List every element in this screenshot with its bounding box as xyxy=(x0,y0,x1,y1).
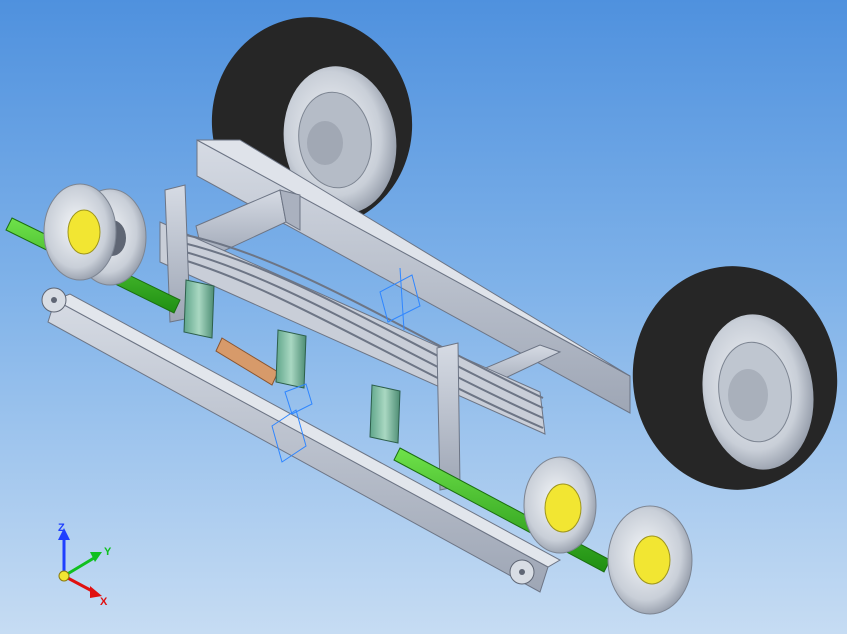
coordinate-triad: Z Y X xyxy=(58,522,112,608)
drive-shaft[interactable] xyxy=(215,337,279,386)
spring-hanger-1[interactable] xyxy=(183,279,215,339)
spring-hanger-3[interactable] xyxy=(369,384,401,444)
front-pulley-inner[interactable] xyxy=(43,183,117,281)
front-end-cap[interactable] xyxy=(41,287,67,313)
rear-pulley-outer[interactable] xyxy=(607,505,693,615)
chassis-frame[interactable] xyxy=(195,139,631,414)
rear-pulley-inner[interactable] xyxy=(523,456,597,554)
triad-y-label: Y xyxy=(104,546,112,558)
mounting-post-right[interactable] xyxy=(436,342,461,491)
rear-end-cap[interactable] xyxy=(509,559,535,585)
rear-lower-wheel[interactable] xyxy=(618,253,847,503)
spring-hanger-2[interactable] xyxy=(275,329,307,389)
reference-plane-sketch[interactable] xyxy=(271,267,421,463)
triad-x-label: X xyxy=(100,596,108,608)
triad-z-label: Z xyxy=(58,522,65,534)
